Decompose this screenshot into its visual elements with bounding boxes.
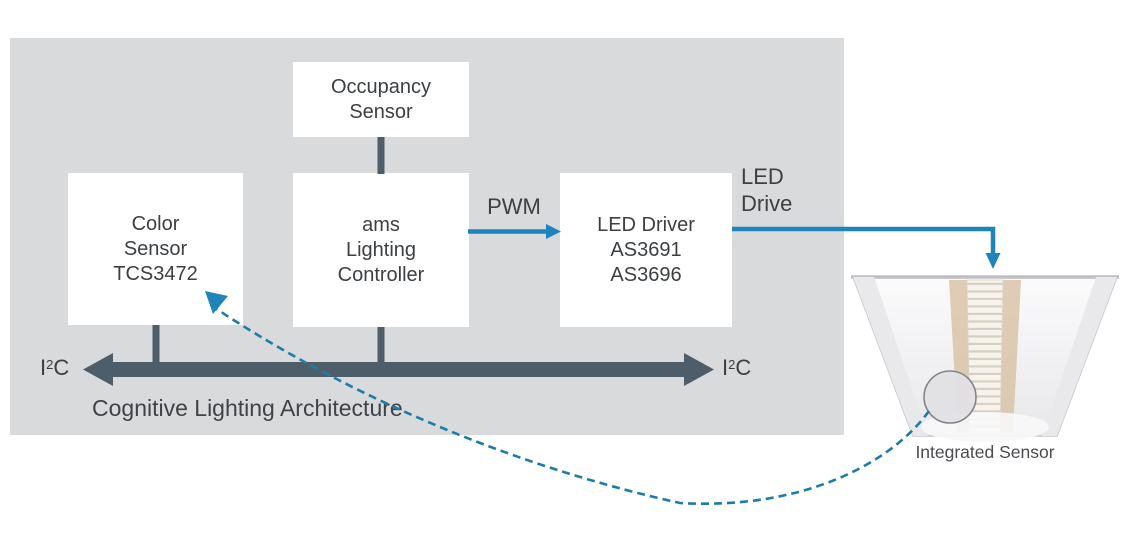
occupancy-sensor-box: Occupancy Sensor [293,62,469,137]
integrated-sensor-label: Integrated Sensor [915,442,1055,462]
box-label-line: Occupancy [330,75,432,98]
box-label-line: Color [131,212,180,235]
luminaire-body [851,276,1119,437]
lighting-controller-box: ams Lighting Controller [293,173,469,327]
luminaire-right-wall [1042,277,1117,436]
i2c-label-right: I2C [722,355,751,381]
led-drive-label-line: LED [741,164,784,189]
luminaire-illustration [851,275,1119,442]
architecture-caption: Cognitive Lighting Architecture [92,395,403,421]
led-drive-label: LED Drive [741,163,792,217]
i2c-tail: C [53,355,70,380]
box-label-line: Sensor [349,100,413,123]
i2c-base: I [40,355,47,380]
sensor-highlight-circle [923,370,977,424]
box-label-line: Sensor [123,237,188,260]
luminaire-bottom-glow [921,412,1049,442]
led-drive-label-line: Drive [741,191,793,216]
luminaire-mesh-right [999,280,1021,432]
box-label-line: AS3691 [610,238,682,261]
box-label-line: Lighting [345,238,417,261]
box-label-line: TCS3472 [113,262,198,285]
pwm-label: PWM [487,194,541,219]
luminaire-left-wall [853,277,928,436]
led-driver-box: LED Driver AS3691 AS3696 [560,173,732,327]
box-label-line: Controller [337,263,425,286]
led-drive-arrowhead [985,253,1001,269]
box-label-line: AS3696 [610,263,682,286]
luminaire-mesh-left [949,280,971,432]
box-label-line: ams [362,213,400,236]
luminaire-ribbed-lamp-column [966,279,1004,435]
i2c-sup: 2 [46,357,54,372]
color-sensor-box: Color Sensor TCS3472 [68,173,243,325]
i2c-label-left: I2C [40,355,69,381]
i2c-tail: C [735,355,752,380]
box-label-line: LED Driver [597,213,695,236]
